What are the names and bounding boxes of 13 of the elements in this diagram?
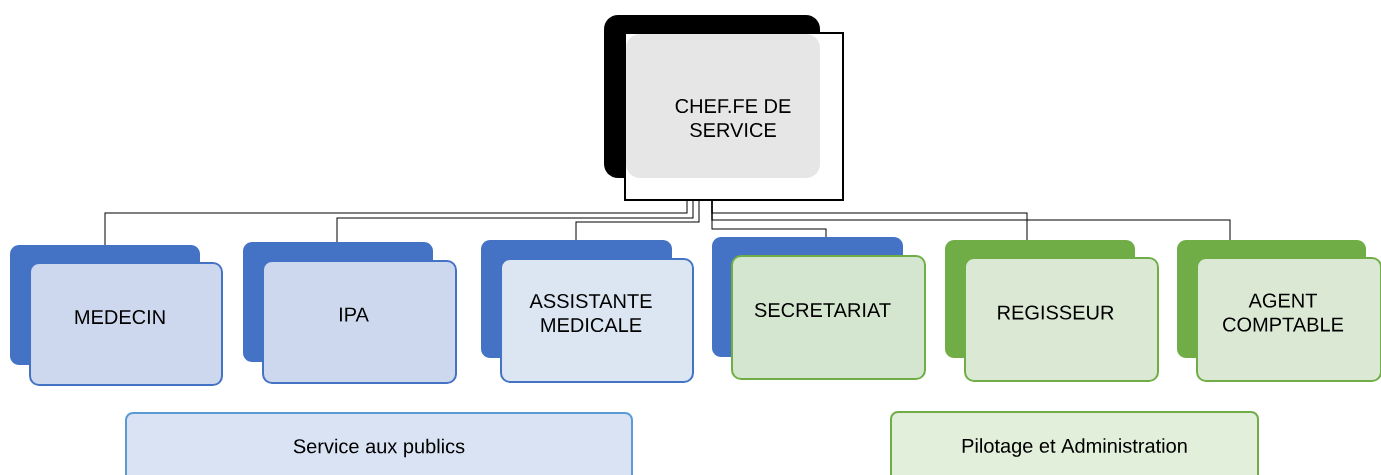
connector xyxy=(104,199,688,246)
org-box: CHEF.FE DE SERVICE xyxy=(604,15,844,201)
org-box: IPA xyxy=(243,242,457,384)
group-band: Service aux publics xyxy=(125,412,633,475)
org-box: AGENT COMPTABLE xyxy=(1177,240,1381,382)
connector xyxy=(711,199,1231,241)
connector xyxy=(575,199,700,241)
org-box: REGISSEUR xyxy=(945,240,1159,382)
group-band: Pilotage et Administration xyxy=(890,411,1259,475)
org-box: MEDECIN xyxy=(10,245,223,386)
connector xyxy=(336,199,694,243)
org-box: ASSISTANTE MEDICALE xyxy=(481,240,694,383)
org-box: SECRETARIAT xyxy=(712,237,926,380)
